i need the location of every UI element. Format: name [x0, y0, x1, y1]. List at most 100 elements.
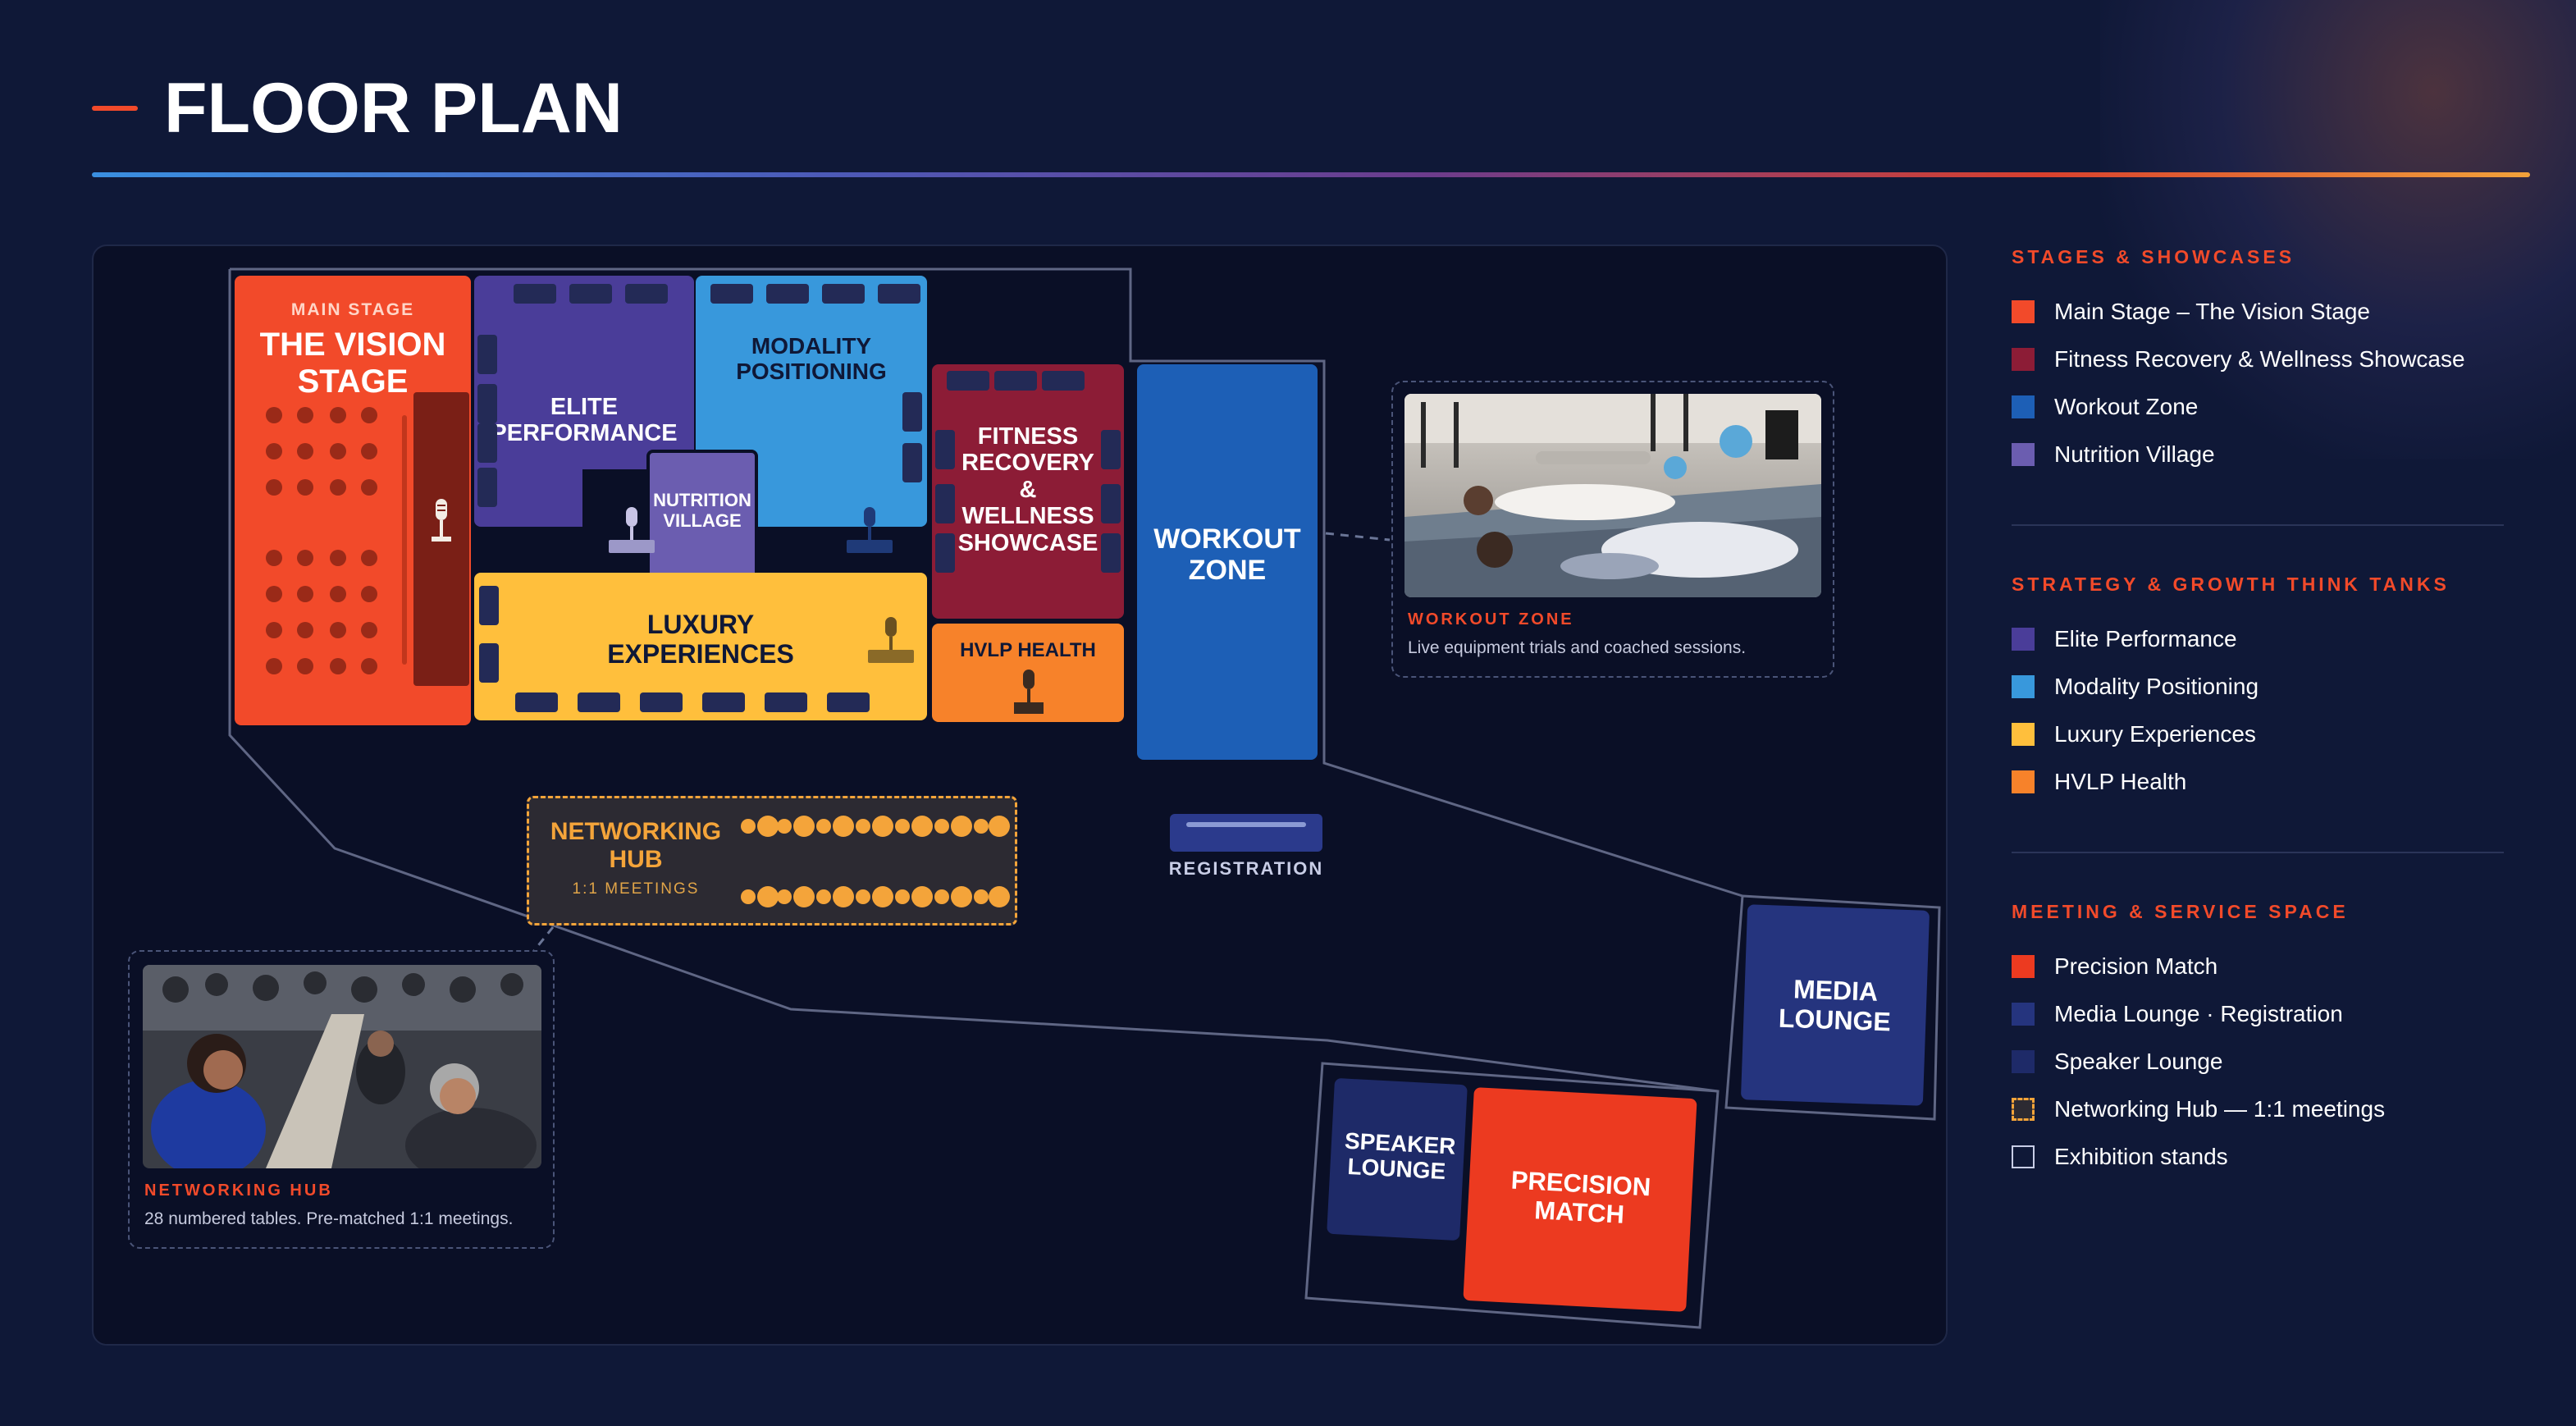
legend-item-speaker: Speaker Lounge	[2012, 1038, 2504, 1085]
legend-label: Workout Zone	[2054, 394, 2199, 419]
audience-seat	[266, 622, 282, 638]
networking-table	[816, 889, 831, 904]
exhibition-stand	[479, 586, 499, 625]
legend-label: Speaker Lounge	[2054, 1049, 2223, 1074]
precision-match[interactable]: PRECISION MATCH	[1463, 1087, 1697, 1312]
hvlp-health[interactable]: HVLP HEALTH	[932, 624, 1124, 722]
legend-label: Fitness Recovery & Wellness Showcase	[2054, 346, 2465, 372]
microphone-icon	[1014, 670, 1044, 714]
audience-seat	[330, 443, 346, 459]
registration-desk[interactable]	[1170, 814, 1322, 852]
exhibition-stand	[569, 284, 612, 304]
networking-table	[856, 819, 870, 834]
networking-table	[872, 886, 893, 907]
exhibition-stand	[994, 371, 1037, 391]
networking-table	[741, 819, 756, 834]
exhibition-stand	[878, 284, 920, 304]
exhibition-stand	[710, 284, 753, 304]
main-stage-title: THE VISION STAGE	[259, 327, 446, 400]
audience-seat	[330, 586, 346, 602]
workout-card-connector	[1325, 532, 1391, 542]
exhibition-stand	[765, 692, 807, 712]
legend-label: Modality Positioning	[2054, 674, 2259, 699]
legend-label: Elite Performance	[2054, 626, 2237, 651]
networking-table	[934, 819, 949, 834]
exhibition-stand	[578, 692, 620, 712]
networking-table	[895, 819, 910, 834]
networking-table	[833, 816, 854, 837]
networking-table	[974, 889, 989, 904]
networking-table	[951, 816, 972, 837]
exhibition-stand	[1101, 430, 1121, 469]
legend-item-luxury: Luxury Experiences	[2012, 711, 2504, 758]
legend-item-nutrition: Nutrition Village	[2012, 431, 2504, 478]
media-lounge[interactable]: MEDIA LOUNGE	[1740, 904, 1930, 1106]
speaker-lounge[interactable]: SPEAKER LOUNGE	[1327, 1077, 1468, 1241]
workout-zone[interactable]: WORKOUT ZONE	[1137, 364, 1318, 760]
legend-label: Media Lounge · Registration	[2054, 1001, 2343, 1026]
audience-seat	[361, 586, 377, 602]
exhibition-stand	[935, 484, 955, 523]
legend-label: Nutrition Village	[2054, 441, 2215, 467]
networking-table	[989, 886, 1010, 907]
networking-table	[757, 816, 779, 837]
audience-seat	[361, 550, 377, 566]
legend-swatch	[2012, 1003, 2035, 1026]
workout-card-description: Live equipment trials and coached sessio…	[1408, 638, 1747, 657]
workout-card-caption: WORKOUT ZONE	[1408, 610, 1574, 628]
audience-seat	[361, 622, 377, 638]
audience-seat	[266, 658, 282, 674]
page-header: FLOOR PLAN	[92, 67, 623, 149]
exhibition-stand	[1042, 371, 1085, 391]
audience-seat	[266, 407, 282, 423]
networking-table	[911, 816, 933, 837]
legend-swatch	[2012, 628, 2035, 651]
legend-item-exhibition: Exhibition stands	[2012, 1133, 2504, 1181]
legend-swatch	[2012, 675, 2035, 698]
networking-table	[856, 889, 870, 904]
exhibition-stand	[1101, 533, 1121, 573]
legend-swatch	[2012, 1098, 2035, 1121]
microphone-icon	[609, 507, 655, 553]
networking-card-description: 28 numbered tables. Pre-matched 1:1 meet…	[144, 1209, 514, 1228]
audience-seat	[361, 479, 377, 496]
fitness-recovery-title: FITNESS RECOVERY & WELLNESS SHOWCASE	[957, 423, 1098, 556]
exhibition-stand	[1101, 484, 1121, 523]
audience-seat	[361, 443, 377, 459]
legend-heading: MEETING & SERVICE SPACE	[2012, 901, 2349, 922]
registration-counter-line	[1186, 822, 1306, 827]
networking-hub-card: NETWORKING HUB 28 numbered tables. Pre-m…	[128, 950, 555, 1249]
legend-item-elite: Elite Performance	[2012, 615, 2504, 663]
legend-heading: STAGES & SHOWCASES	[2012, 246, 2295, 267]
workout-zone-title: WORKOUT ZONE	[1153, 523, 1301, 587]
main-stage[interactable]: MAIN STAGE THE VISION STAGE	[235, 276, 471, 725]
venue-outline	[228, 267, 1941, 1329]
networking-table	[793, 886, 815, 907]
exhibition-stand	[935, 430, 955, 469]
audience-seat	[297, 550, 313, 566]
audience-seat	[266, 550, 282, 566]
legend-section-meeting: MEETING & SERVICE SPACE Precision Match …	[2012, 901, 2504, 1181]
exhibition-stand	[515, 692, 558, 712]
legend-swatch	[2012, 348, 2035, 371]
nutrition-village[interactable]: NUTRITION VILLAGE	[646, 450, 758, 579]
networking-card-caption: NETWORKING HUB	[144, 1181, 333, 1200]
elite-performance-title: ELITE PERFORMANCE	[491, 394, 678, 447]
exhibition-stand	[766, 284, 809, 304]
networking-table	[833, 886, 854, 907]
audience-seat	[330, 407, 346, 423]
legend: STAGES & SHOWCASES Main Stage – The Visi…	[2012, 246, 2504, 1181]
legend-swatch	[2012, 955, 2035, 978]
audience-seat	[361, 658, 377, 674]
networking-hub-subtitle: 1:1 MEETINGS	[572, 880, 700, 898]
legend-swatch	[2012, 770, 2035, 793]
page-title: FLOOR PLAN	[164, 68, 623, 148]
fitness-recovery-showcase[interactable]: FITNESS RECOVERY & WELLNESS SHOWCASE	[932, 364, 1124, 619]
networking-table	[777, 889, 792, 904]
legend-swatch	[2012, 443, 2035, 466]
registration-label: REGISTRATION	[1168, 858, 1324, 879]
legend-item-precision: Precision Match	[2012, 943, 2504, 990]
media-annex-outline	[1724, 894, 1941, 1121]
workout-zone-card: WORKOUT ZONE Live equipment trials and c…	[1391, 381, 1834, 678]
legend-label: HVLP Health	[2054, 769, 2187, 794]
